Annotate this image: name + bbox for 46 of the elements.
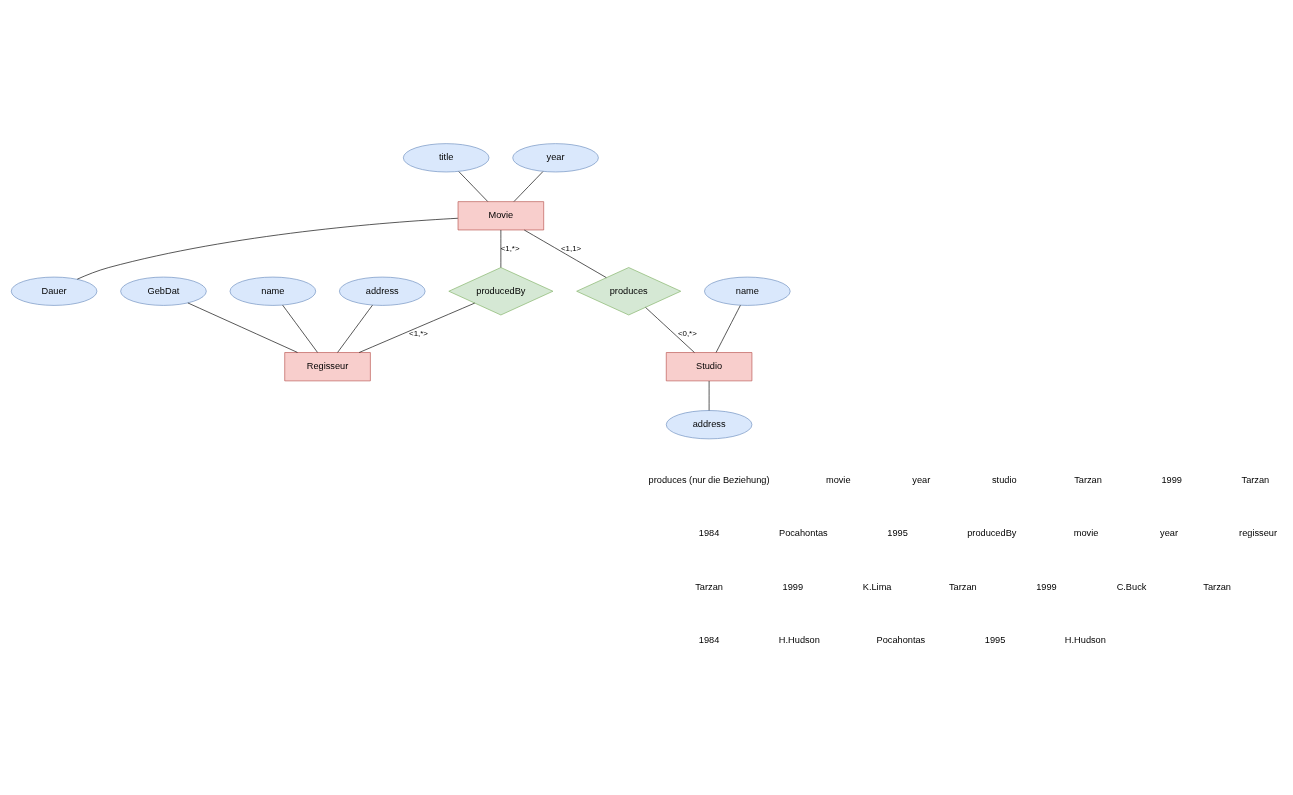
connector xyxy=(715,304,741,353)
label: C.Buck xyxy=(1116,581,1147,592)
connector xyxy=(187,302,298,353)
label: 1995 xyxy=(984,634,1006,645)
label: K.Lima xyxy=(862,581,892,592)
connector xyxy=(282,304,318,353)
connector xyxy=(523,229,607,278)
node-ellipse: name xyxy=(229,276,316,306)
node-box: Movie xyxy=(457,200,545,230)
label: 1984 xyxy=(698,527,720,538)
label: year xyxy=(1160,527,1179,538)
connector xyxy=(337,304,373,353)
label: producedBy xyxy=(967,527,1017,538)
node-ellipse: title xyxy=(403,142,490,172)
label: Pocahontas xyxy=(876,634,926,645)
label: Pocahontas xyxy=(778,527,828,538)
node-ellipse: address xyxy=(665,409,753,439)
node-diamond: produces xyxy=(576,266,682,315)
connector xyxy=(645,306,695,353)
label: studio xyxy=(992,474,1017,485)
node-ellipse: address xyxy=(339,276,426,306)
label: movie xyxy=(825,474,851,485)
label: 1999 xyxy=(1036,581,1057,592)
label: regisseur xyxy=(1239,527,1277,538)
node-ellipse: name xyxy=(704,276,791,306)
label: Tarzan xyxy=(1241,474,1270,485)
label: H.Hudson xyxy=(1064,634,1106,645)
node-ellipse: year xyxy=(512,142,599,172)
label: 1999 xyxy=(1161,474,1182,485)
node-box: Regisseur xyxy=(284,351,371,381)
label: movie xyxy=(1073,527,1099,538)
node-box: Studio xyxy=(665,351,753,381)
label: Tarzan xyxy=(695,581,723,592)
label: 1999 xyxy=(782,581,804,592)
node-ellipse: Dauer xyxy=(10,276,98,306)
label: Tarzan xyxy=(1074,474,1102,485)
label: produces (nur die Beziehung) xyxy=(648,474,770,485)
connector xyxy=(76,217,459,279)
label: 1995 xyxy=(887,527,908,538)
label: H.Hudson xyxy=(778,634,820,645)
node-ellipse: GebDat xyxy=(120,276,207,306)
label: Tarzan xyxy=(948,581,977,592)
label: 1984 xyxy=(698,634,720,645)
node-diamond: producedBy xyxy=(448,266,554,315)
label: Tarzan xyxy=(1203,581,1232,592)
label: year xyxy=(912,474,931,485)
